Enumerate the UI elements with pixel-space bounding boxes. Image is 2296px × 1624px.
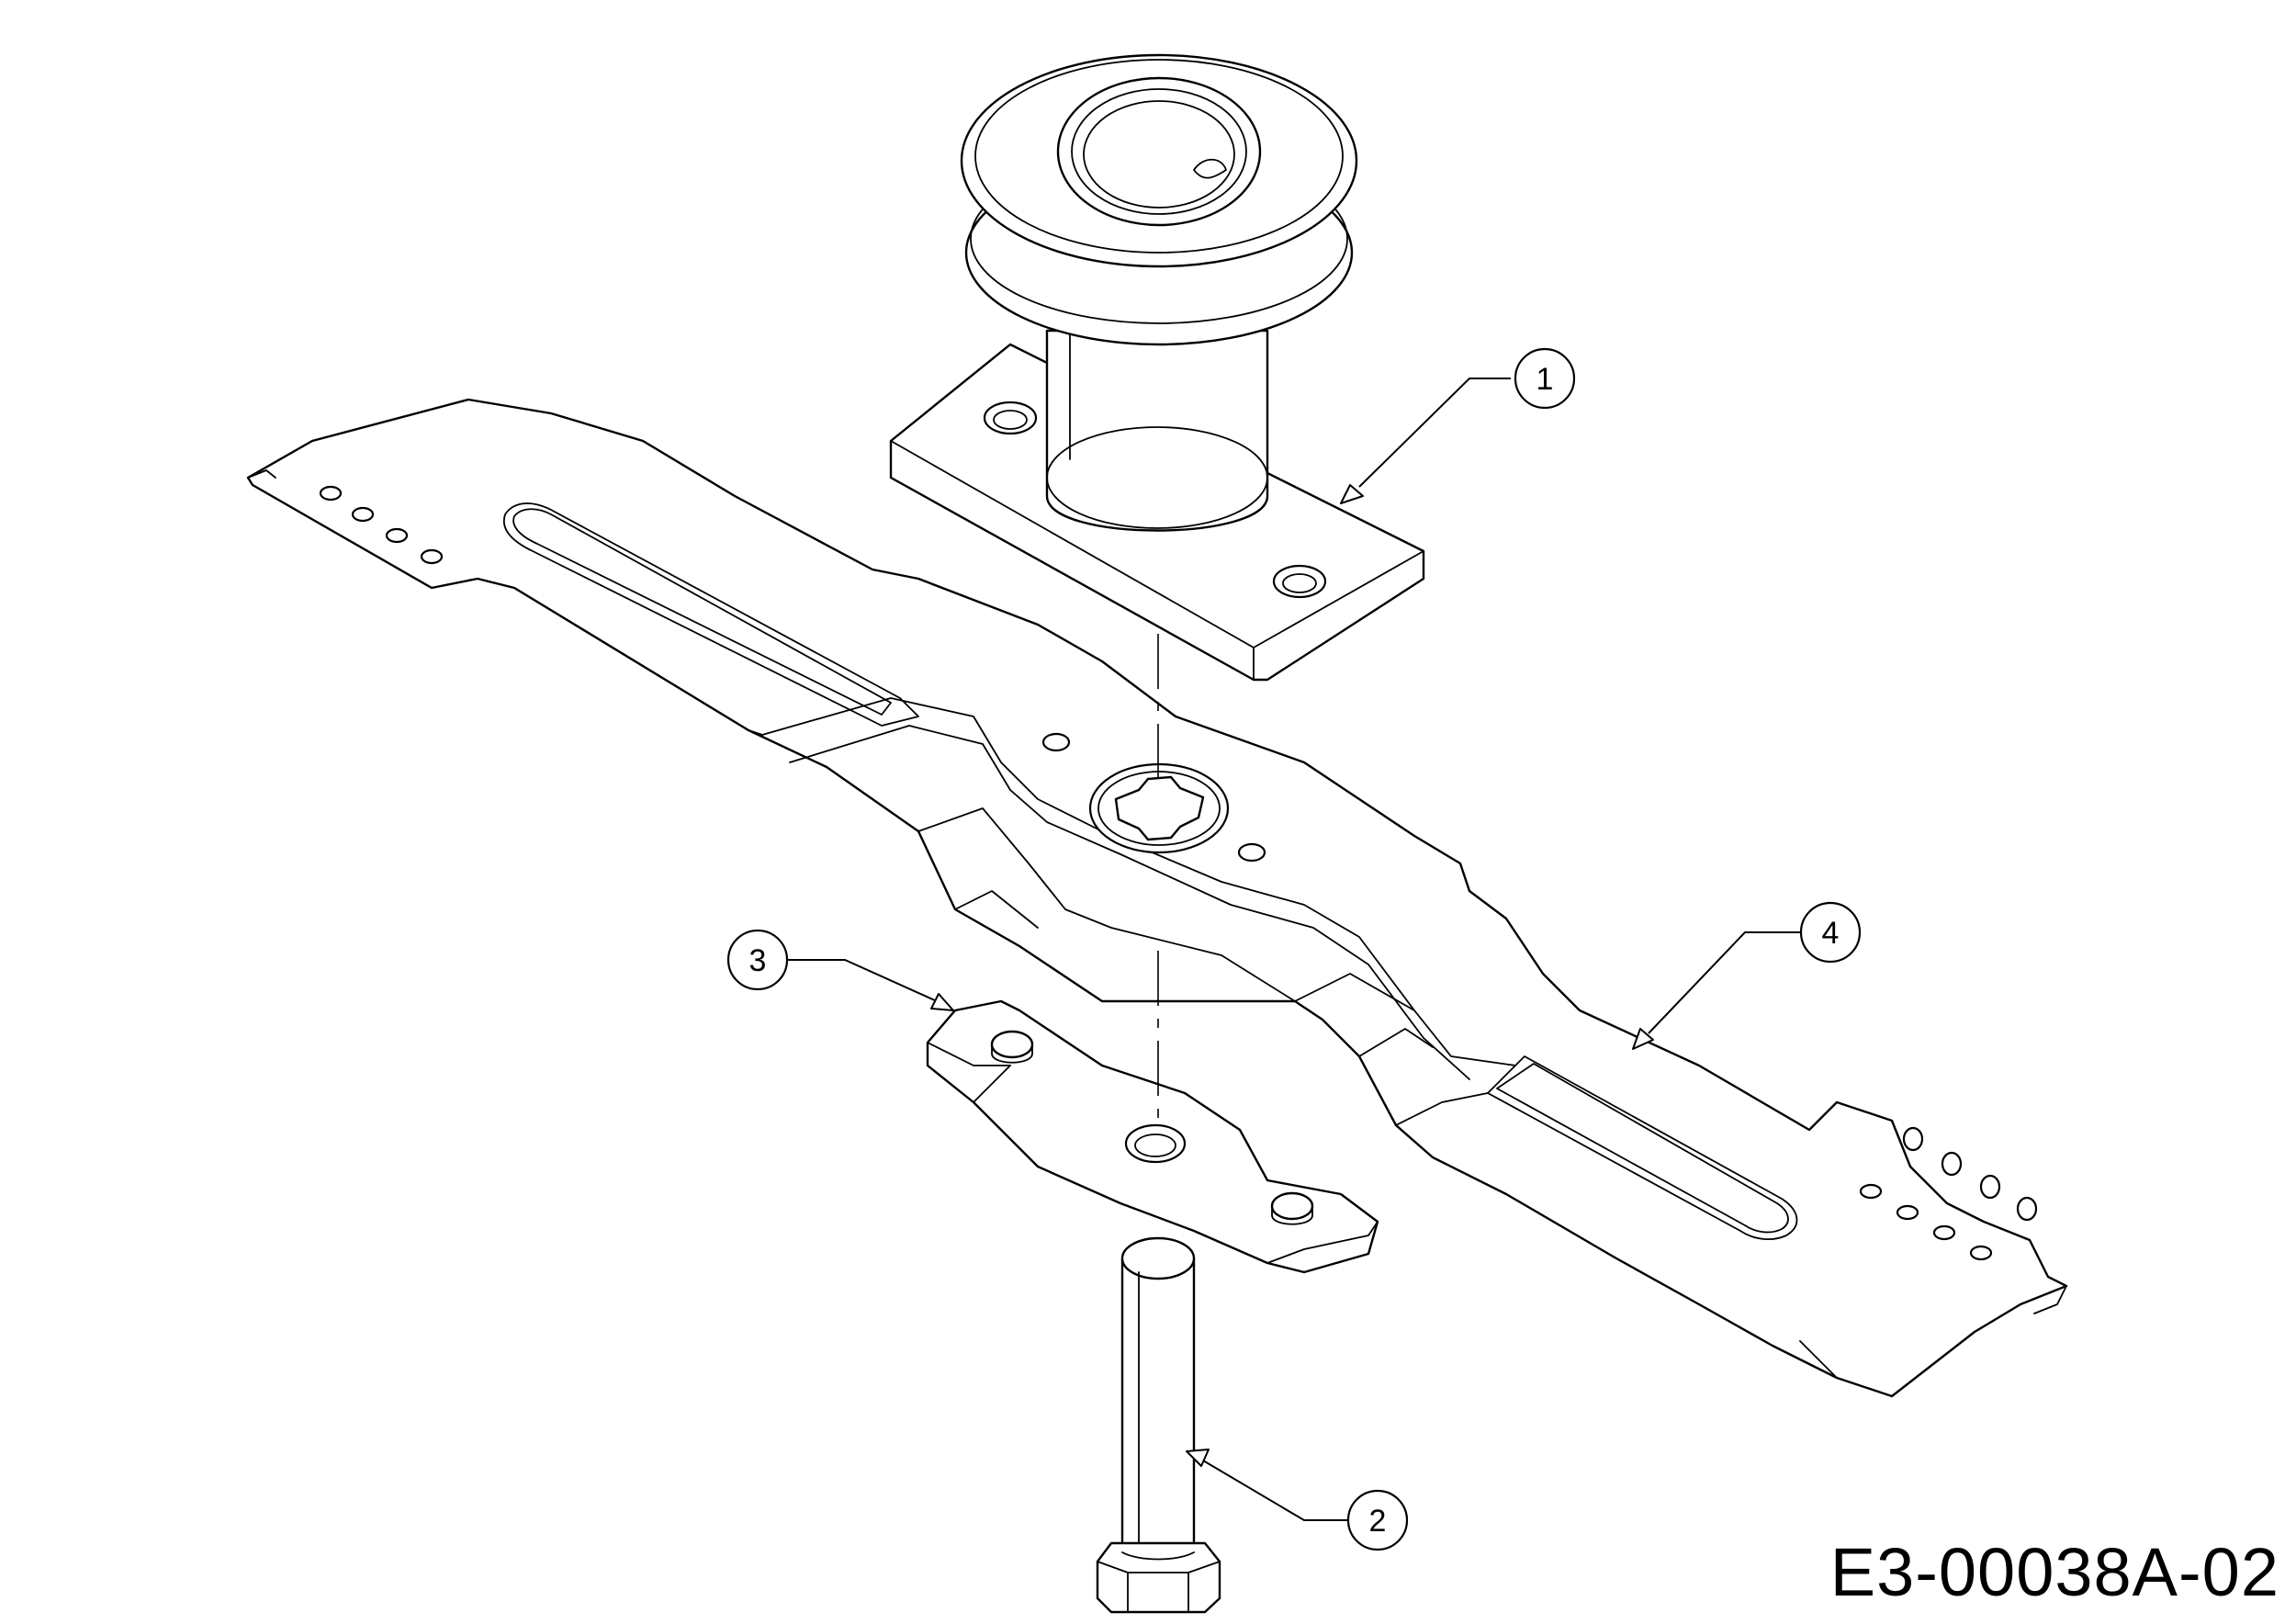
callout-2[interactable]: 2 (1346, 1489, 1409, 1551)
spindle-pulley-housing (889, 53, 1425, 682)
callout-4-number: 4 (1822, 916, 1840, 951)
mower-blade (246, 398, 2068, 1398)
leader-3 (782, 959, 954, 1011)
blade-bolt (1096, 1236, 1221, 1614)
drawing-id-label: E3-00038A-02 (1829, 1534, 2279, 1610)
leader-4 (1632, 931, 1800, 1050)
callout-2-number: 2 (1369, 1504, 1387, 1539)
blade-adapter-plate (926, 999, 1379, 1274)
callout-3[interactable]: 3 (726, 929, 789, 991)
callout-1[interactable]: 1 (1514, 347, 1576, 410)
leader-2 (1186, 1449, 1350, 1521)
callout-3-number: 3 (749, 943, 767, 978)
callout-1-number: 1 (1536, 362, 1554, 397)
callout-4[interactable]: 4 (1799, 901, 1862, 964)
leader-1 (1340, 378, 1511, 504)
